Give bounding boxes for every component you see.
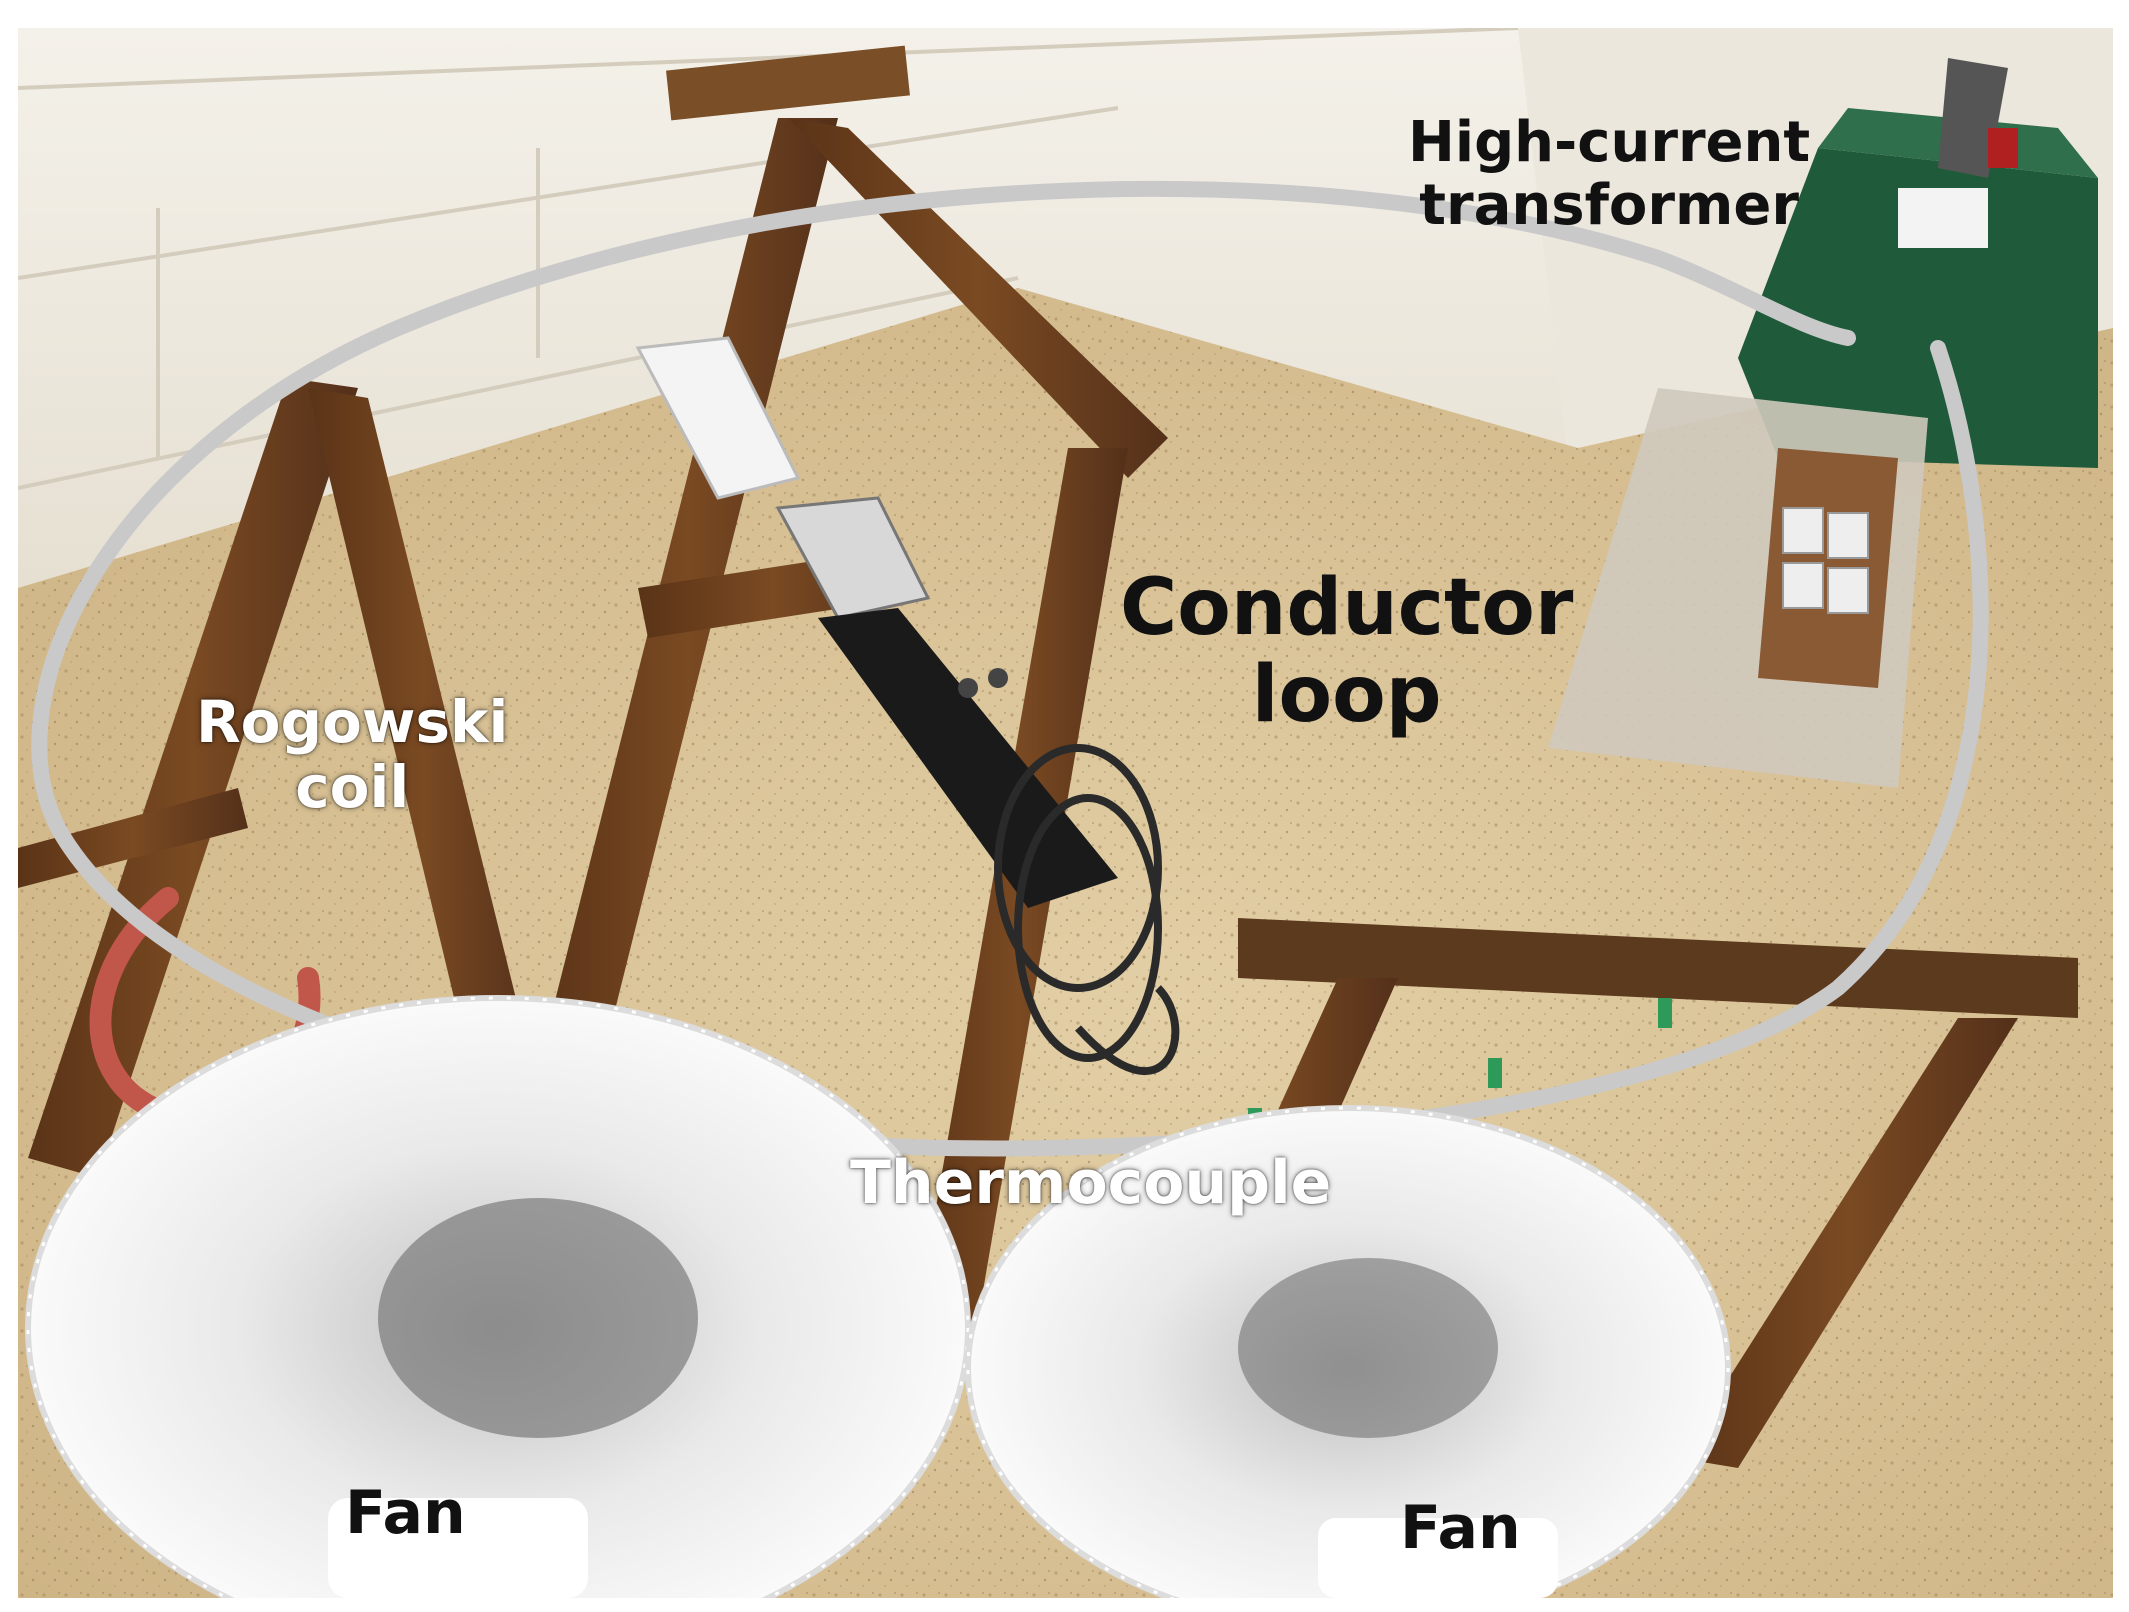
experiment-photo bbox=[18, 28, 2113, 1598]
label-thermocouple: Thermocouple bbox=[850, 1148, 1332, 1218]
label-transformer-line1: High-current bbox=[1408, 110, 1811, 175]
transformer bbox=[1548, 58, 2098, 788]
label-fan-left: Fan bbox=[345, 1478, 466, 1548]
fan-right bbox=[965, 1105, 1731, 1598]
conductor-loop bbox=[31, 180, 1989, 1157]
label-transformer-line2: transformer bbox=[1419, 172, 1799, 238]
label-fan-right: Fan bbox=[1400, 1493, 1521, 1563]
label-rogowski-line2: coil bbox=[295, 752, 410, 821]
fan-left bbox=[25, 995, 971, 1598]
label-conductor-line1: Conductor bbox=[1120, 563, 1574, 653]
label-rogowski-line1: Rogowski bbox=[196, 688, 509, 756]
wall-panel-lines bbox=[18, 28, 1519, 490]
cable-bundle bbox=[994, 744, 1180, 1075]
label-rogowski-coil: Rogowski coil bbox=[196, 690, 508, 820]
label-conductor-loop: Conductor loop bbox=[1120, 563, 1574, 741]
label-conductor-line2: loop bbox=[1251, 650, 1442, 741]
label-high-current-transformer: High-current transformer bbox=[1408, 110, 1811, 238]
